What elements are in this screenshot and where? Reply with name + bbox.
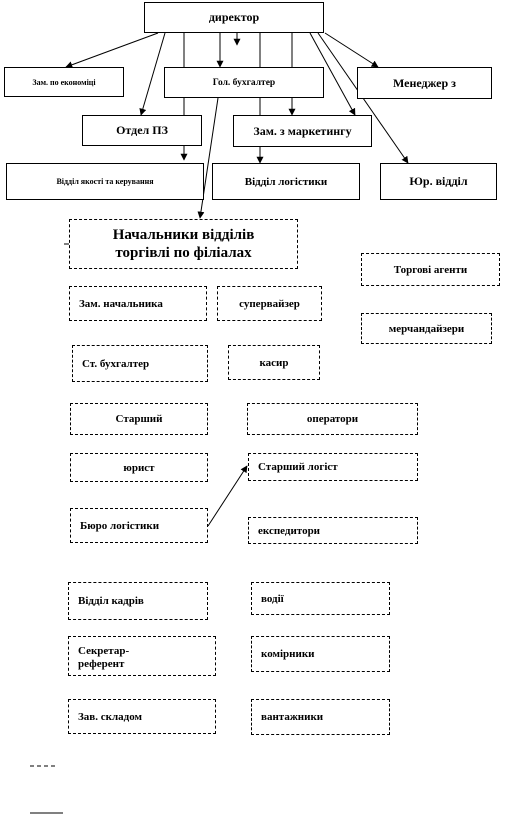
branch-heads-title-line2: торгівлі по філіалах [115, 245, 252, 261]
forwarders-box: експедитори [248, 517, 418, 544]
arrow-to-pz-department [139, 32, 166, 116]
director-label: директор [208, 10, 260, 24]
senior-accountant-label: Ст. бухгалтер [82, 357, 150, 370]
quality-department-label: Відділ якості та керування [56, 177, 154, 186]
arrow-logistics-bureau-to-senior-logistician [207, 465, 248, 527]
operators-box: оператори [247, 403, 418, 435]
chief-accountant-box: Гол. бухгалтер [164, 67, 324, 98]
drivers-label: водії [261, 592, 284, 605]
deputy-head-box: Зам. начальника [69, 286, 207, 321]
deputy-economics-box: Зам. по економіці [4, 67, 124, 97]
pz-department-box: Отдел ПЗ [82, 115, 202, 146]
forwarders-label: експедитори [258, 524, 321, 537]
logistics-department-label: Відділ логістики [244, 175, 328, 188]
secretary-label: Секретар-референт [78, 645, 130, 670]
arrow-to-deputy-economics [65, 32, 159, 69]
quality-department-box: Відділ якості та керування [6, 163, 204, 200]
deputy-economics-label: Зам. по економіці [32, 77, 96, 87]
logistics-bureau-box: Бюро логістики [70, 508, 208, 543]
manager-box: Менеджер з [357, 67, 492, 99]
hr-department-box: Відділ кадрів [68, 582, 208, 620]
loaders-box: вантажники [251, 699, 390, 735]
deputy-marketing-label: Зам. з маркетингу [253, 123, 352, 138]
logistics-department-box: Відділ логістики [212, 163, 360, 200]
manager-label: Менеджер з [392, 75, 456, 90]
branch-heads-title-line1: Начальники відділів [112, 227, 255, 243]
cashier-label: касир [259, 356, 289, 369]
secretary-box: Секретар-референт [68, 636, 216, 676]
loaders-label: вантажники [261, 711, 324, 723]
senior-label: Старший [115, 413, 163, 425]
warehouse-head-label: Зав. складом [78, 710, 142, 723]
arrow-to-branch-heads [197, 97, 219, 219]
supervisor-box: супервайзер [217, 286, 322, 321]
merchandisers-label: мерчандайзери [388, 322, 465, 335]
arrow-to-deputy-marketing-2 [309, 32, 356, 116]
legal-department-label: Юр. відділ [409, 174, 468, 188]
storekeepers-label: комірники [261, 648, 315, 660]
deputy-head-label: Зам. начальника [79, 297, 163, 310]
senior-accountant-box: Ст. бухгалтер [72, 345, 208, 382]
senior-logistician-box: Старший логіст [248, 453, 418, 481]
branch-heads-box: Начальники відділів торгівлі по філіалах [69, 219, 298, 269]
legal-department-box: Юр. відділ [380, 163, 497, 200]
supervisor-label: супервайзер [239, 297, 300, 310]
drivers-box: водії [251, 582, 390, 615]
director-box: директор [144, 2, 324, 33]
trade-agents-label: Торгові агенти [393, 263, 468, 276]
senior-box: Старший [70, 403, 208, 435]
warehouse-head-box: Зав. складом [68, 699, 216, 734]
operators-label: оператори [306, 413, 359, 425]
chief-accountant-label: Гол. бухгалтер [212, 77, 276, 88]
senior-logistician-label: Старший логіст [258, 461, 338, 473]
logistics-bureau-label: Бюро логістики [80, 519, 160, 532]
cashier-box: касир [228, 345, 320, 380]
lawyer-label: юрист [123, 461, 155, 474]
hr-department-label: Відділ кадрів [78, 595, 144, 607]
merchandisers-box: мерчандайзери [361, 313, 492, 344]
deputy-marketing-box: Зам. з маркетингу [233, 115, 372, 147]
lawyer-box: юрист [70, 453, 208, 482]
trade-agents-box: Торгові агенти [361, 253, 500, 286]
storekeepers-box: комірники [251, 636, 390, 672]
pz-department-label: Отдел ПЗ [116, 123, 168, 137]
arrow-to-manager [324, 32, 379, 68]
